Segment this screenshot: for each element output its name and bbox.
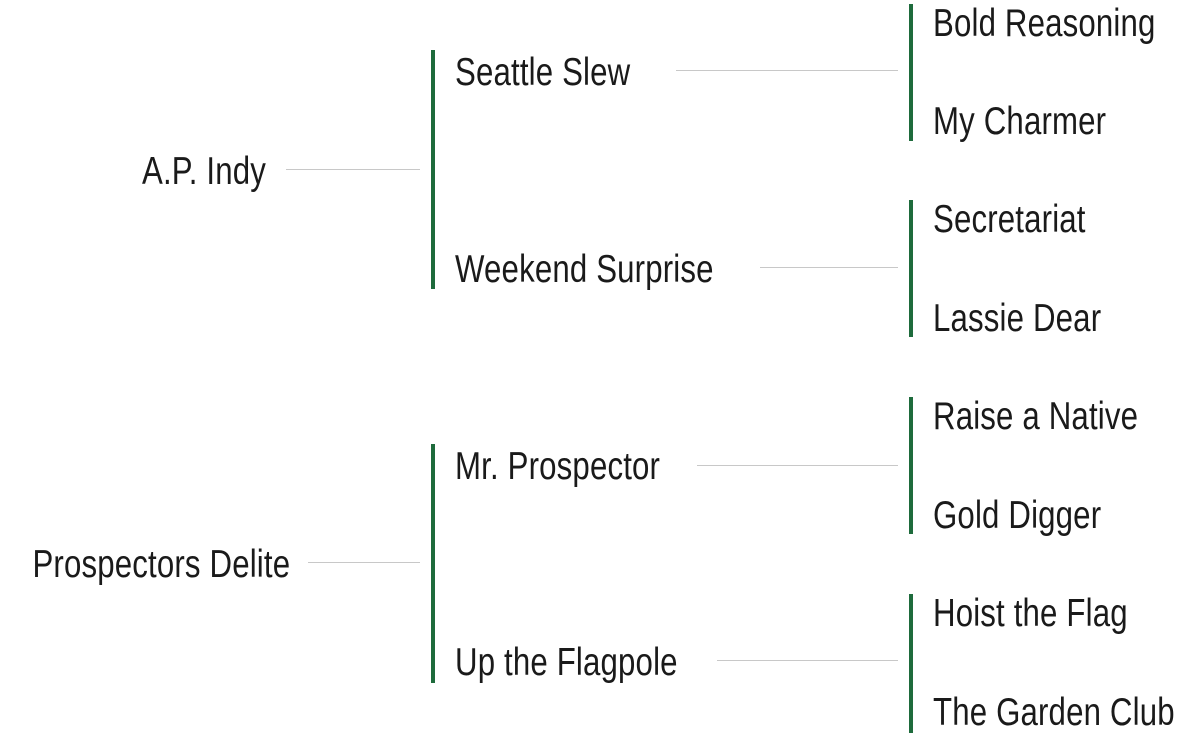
pedigree-grandsire: Seattle Slew <box>455 51 631 94</box>
pedigree-great-grandsire: Raise a Native <box>933 395 1139 438</box>
pedigree-great-granddam: The Garden Club <box>933 691 1175 734</box>
connector-line <box>676 70 898 71</box>
pedigree-great-grandsire: Bold Reasoning <box>933 2 1156 45</box>
pedigree-parent-sire: A.P. Indy <box>141 150 266 193</box>
pedigree-great-grandsire: Hoist the Flag <box>933 592 1128 635</box>
bracket-bar <box>909 594 913 733</box>
bracket-bar <box>909 397 913 534</box>
connector-line <box>760 267 898 268</box>
pedigree-grandsire: Mr. Prospector <box>455 445 661 488</box>
connector-line <box>717 660 898 661</box>
pedigree-great-grandsire: Secretariat <box>933 198 1086 241</box>
pedigree-great-granddam: Gold Digger <box>933 494 1102 537</box>
bracket-bar <box>431 444 435 683</box>
bracket-bar <box>431 50 435 289</box>
connector-line <box>308 562 420 563</box>
pedigree-great-granddam: Lassie Dear <box>933 297 1102 340</box>
bracket-bar <box>909 200 913 337</box>
connector-line <box>286 169 420 170</box>
bracket-bar <box>909 4 913 141</box>
pedigree-granddam: Up the Flagpole <box>455 641 678 684</box>
pedigree-granddam: Weekend Surprise <box>455 248 714 291</box>
pedigree-parent-dam: Prospectors Delite <box>32 543 290 586</box>
pedigree-great-granddam: My Charmer <box>933 100 1107 143</box>
connector-line <box>697 465 898 466</box>
